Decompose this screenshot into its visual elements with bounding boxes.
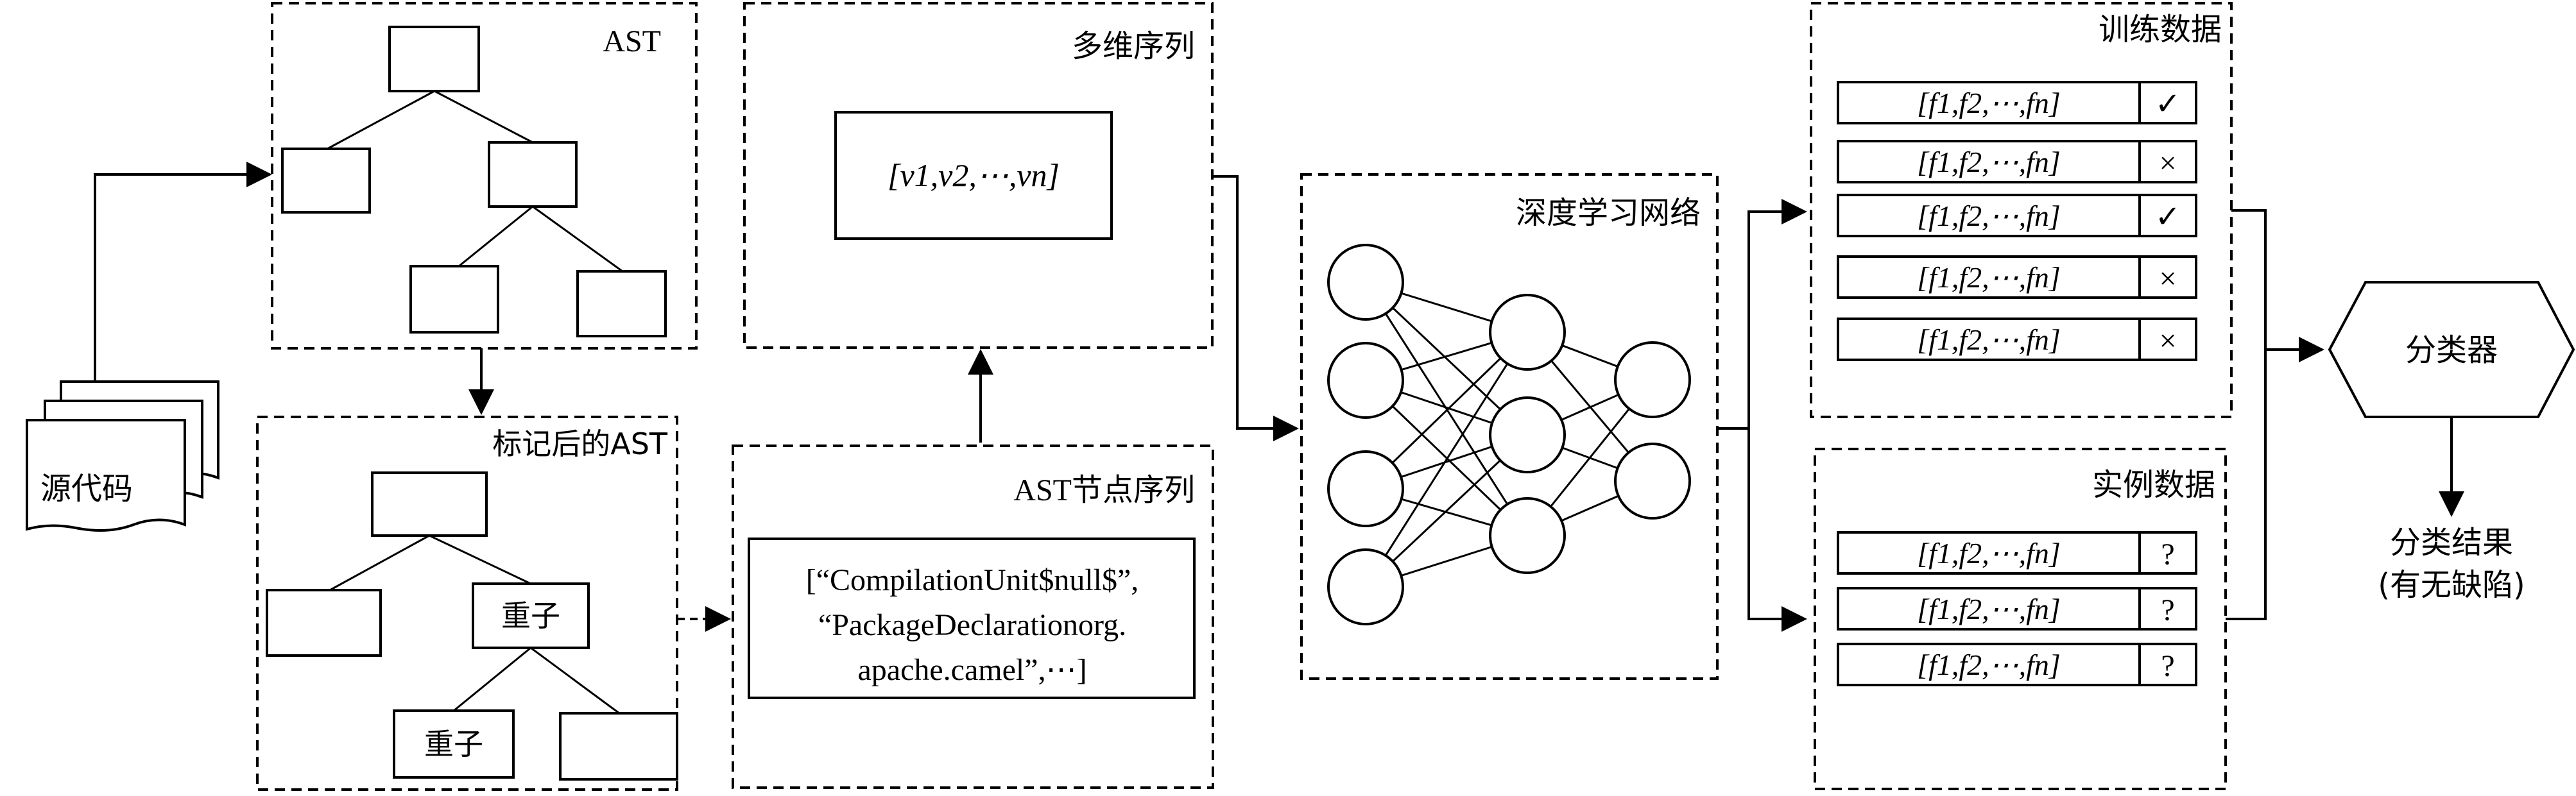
training-rows: [f1,f2,⋯,fn]✓[f1,f2,⋯,fn]×[f1,f2,⋯,fn]✓[… — [1837, 81, 2197, 361]
feature-cell — [1837, 531, 2141, 575]
training-data-title: 训练数据 — [2099, 12, 2222, 47]
network-neuron — [1327, 244, 1404, 321]
node-seq-panel: AST节点序列 [“CompilationUnit$null$”, “Packa… — [732, 445, 1214, 789]
network-neuron — [1327, 450, 1404, 527]
data-row: [f1,f2,⋯,fn] ✓ — [1837, 81, 2197, 124]
label-cell — [2138, 318, 2197, 361]
marked-ast-node — [559, 712, 678, 781]
instance-data-panel: 实例数据 [f1,f2,⋯,fn]?[f1,f2,⋯,fn]?[f1,f2,⋯,… — [1814, 448, 2227, 790]
network-neuron — [1327, 342, 1404, 419]
feature-cell — [1837, 194, 2141, 237]
class-label-text: ? — [2161, 649, 2174, 683]
source-code-documents: 源代码 — [26, 380, 219, 532]
label-cell — [2138, 81, 2197, 124]
multi-seq-panel: 多维序列 [v1,v2,⋯,vn] — [743, 2, 1214, 349]
class-label-text: ? — [2161, 593, 2174, 627]
arrow-network-to-training — [1717, 199, 1807, 430]
result-line2: (有无缺陷) — [2378, 567, 2525, 603]
marked-ast-node-labeled — [472, 582, 590, 649]
deep-net-panel-title: 深度学习网络 — [1516, 195, 1701, 231]
ast-panel-title: AST — [603, 24, 661, 58]
data-row: [f1,f2,⋯,fn]? — [1837, 643, 2197, 686]
arrow-source-to-ast — [94, 162, 272, 382]
feature-cell — [1837, 255, 2141, 299]
marked-ast-root-node — [371, 471, 488, 537]
feature-vector-text: [f1,f2,⋯,fn] — [1917, 323, 2061, 356]
ast-node — [488, 141, 578, 208]
instance-data-title: 实例数据 — [2092, 467, 2215, 503]
marked-node-label: 重子 — [501, 598, 560, 633]
training-data-panel: 训练数据 [f1,f2,⋯,fn]✓[f1,f2,⋯,fn]×[f1,f2,⋯,… — [1810, 2, 2233, 418]
node-seq-box — [748, 538, 1196, 699]
label-cell — [2138, 140, 2197, 183]
network-edge — [1364, 282, 1529, 536]
ast-node — [576, 270, 667, 337]
ast-node — [281, 148, 371, 214]
feature-vector-text: [f1,f2,⋯,fn] — [1917, 648, 2061, 681]
multi-seq-panel-title: 多维序列 — [1072, 28, 1195, 64]
network-neuron — [1489, 396, 1566, 473]
connector-training — [2231, 209, 2267, 350]
result-line1: 分类结果 — [2390, 525, 2513, 561]
class-label-text: ✓ — [2155, 87, 2181, 121]
classifier-label: 分类器 — [2405, 332, 2498, 368]
label-cell — [2138, 587, 2197, 631]
ast-root-node — [388, 26, 480, 92]
feature-vector-text: [f1,f2,⋯,fn] — [1917, 537, 2061, 570]
data-row: [f1,f2,⋯,fn] × — [1837, 318, 2197, 361]
network-nodes — [1327, 244, 1691, 625]
network-neuron — [1614, 443, 1691, 520]
network-neuron — [1489, 497, 1566, 574]
vector-text: [v1,v2,⋯,vn] — [888, 157, 1060, 193]
feature-cell — [1837, 587, 2141, 631]
marked-ast-panel-title: 标记后的AST — [492, 427, 668, 461]
node-seq-line1: [“CompilationUnit$null$”, — [806, 563, 1139, 597]
network-neuron — [1327, 548, 1404, 625]
ast-node — [409, 265, 499, 334]
feature-cell — [1837, 318, 2141, 361]
marked-ast-panel: 标记后的AST 重子 重子 — [256, 416, 678, 791]
data-row: [f1,f2,⋯,fn] × — [1837, 140, 2197, 183]
class-label-text: × — [2159, 324, 2176, 358]
vector-box — [834, 111, 1113, 240]
instance-rows: [f1,f2,⋯,fn]?[f1,f2,⋯,fn]?[f1,f2,⋯,fn]? — [1837, 531, 2197, 686]
label-cell — [2138, 255, 2197, 299]
data-row: [f1,f2,⋯,fn]? — [1837, 531, 2197, 575]
label-cell — [2138, 194, 2197, 237]
data-row: [f1,f2,⋯,fn] ✓ — [1837, 194, 2197, 237]
connector-instance — [2226, 350, 2267, 620]
network-edge — [1364, 332, 1529, 588]
network-neuron — [1489, 294, 1566, 371]
data-row: [f1,f2,⋯,fn] × — [1837, 255, 2197, 299]
network-neuron — [1614, 341, 1691, 418]
marked-ast-node-labeled — [393, 709, 515, 779]
feature-cell — [1837, 140, 2141, 183]
node-seq-line2: “PackageDeclarationorg. — [818, 608, 1126, 642]
marked-ast-node — [266, 589, 382, 657]
class-label-text: × — [2159, 146, 2176, 180]
node-seq-line3: apache.camel”,⋯] — [857, 653, 1086, 687]
data-row: [f1,f2,⋯,fn]? — [1837, 587, 2197, 631]
classifier-node: 分类器 — [2328, 281, 2575, 418]
source-code-label: 源代码 — [40, 471, 133, 507]
node-seq-panel-title: AST节点序列 — [1013, 473, 1195, 507]
feature-vector-text: [f1,f2,⋯,fn] — [1917, 261, 2061, 294]
feature-cell — [1837, 81, 2141, 124]
deep-net-panel: 深度学习网络 — [1300, 173, 1719, 680]
class-label-text: ✓ — [2155, 200, 2181, 234]
label-cell — [2138, 643, 2197, 686]
feature-vector-text: [f1,f2,⋯,fn] — [1917, 87, 2061, 119]
ast-panel: AST — [271, 2, 698, 350]
arrow-multi-seq-to-network — [1213, 175, 1299, 441]
feature-vector-text: [f1,f2,⋯,fn] — [1917, 146, 2061, 178]
feature-vector-text: [f1,f2,⋯,fn] — [1917, 199, 2061, 232]
class-label-text: ? — [2161, 538, 2174, 572]
class-label-text: × — [2159, 262, 2176, 296]
feature-vector-text: [f1,f2,⋯,fn] — [1917, 593, 2061, 625]
arrow-network-to-instance — [1747, 428, 1807, 632]
marked-node-label: 重子 — [424, 727, 483, 761]
label-cell — [2138, 531, 2197, 575]
